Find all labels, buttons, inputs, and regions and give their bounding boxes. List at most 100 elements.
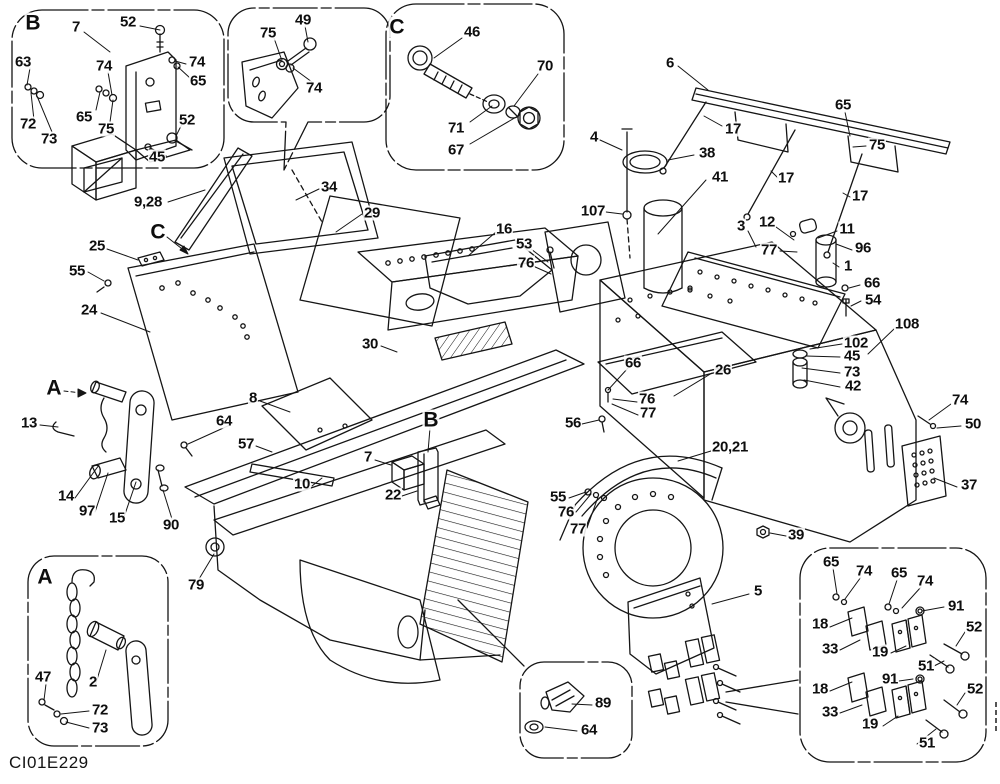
callout-4: 4	[588, 128, 600, 146]
callout-72: 72	[18, 115, 38, 133]
callout-77: 77	[638, 404, 658, 422]
callout-74: 74	[950, 391, 970, 409]
callout-77: 77	[759, 241, 779, 259]
callout-79: 79	[186, 576, 206, 594]
callout-A: A	[45, 376, 63, 400]
callout-55: 55	[548, 488, 568, 506]
callout-11: 11	[838, 220, 856, 238]
detail-plate-bolt	[241, 37, 317, 119]
callout-57: 57	[236, 435, 256, 453]
callout-42: 42	[843, 377, 863, 395]
cylinder-41-cap-38	[621, 128, 683, 294]
callout-76: 76	[637, 390, 657, 408]
callout-15: 15	[107, 509, 127, 527]
callout-18: 18	[810, 615, 830, 633]
nut-39	[756, 525, 770, 539]
callout-73: 73	[842, 363, 862, 381]
callout-C: C	[149, 220, 167, 244]
lift-tower	[544, 221, 626, 313]
callout-102: 102	[842, 334, 870, 352]
callout-77: 77	[568, 520, 588, 538]
callout-14: 14	[56, 487, 76, 505]
callout-17: 17	[850, 187, 870, 205]
callout-45: 45	[842, 347, 862, 365]
callout-52: 52	[177, 111, 197, 129]
panel-8	[261, 377, 373, 451]
callout-17: 17	[776, 169, 796, 187]
callout-76: 76	[556, 503, 576, 521]
callout-47: 47	[33, 668, 53, 686]
bracket-7-22	[249, 447, 441, 510]
callout-64: 64	[579, 721, 599, 739]
callout-108: 108	[893, 315, 921, 333]
detail-hinge-hardware	[832, 593, 970, 739]
callout-33: 33	[820, 703, 840, 721]
callout-75: 75	[96, 120, 116, 138]
callout-54: 54	[863, 291, 883, 309]
callout-8: 8	[247, 389, 259, 407]
callout-70: 70	[535, 57, 555, 75]
callout-75: 75	[258, 24, 278, 42]
callout-90: 90	[161, 516, 181, 534]
callout-25: 25	[87, 237, 107, 255]
callout-24: 24	[79, 301, 99, 319]
callout-9,28: 9,28	[133, 193, 163, 211]
front-frame-deck	[357, 227, 579, 361]
callout-52: 52	[964, 618, 984, 636]
callout-5: 5	[752, 582, 764, 600]
callout-65: 65	[833, 96, 853, 114]
callout-65: 65	[889, 564, 909, 582]
callout-2: 2	[87, 673, 99, 691]
leader-lines	[26, 25, 966, 745]
callout-B: B	[24, 11, 42, 35]
callout-12: 12	[757, 213, 777, 231]
panel-34	[223, 141, 379, 255]
callout-C: C	[388, 15, 406, 39]
panel-24	[96, 243, 299, 421]
clip-74-50	[917, 415, 937, 430]
callout-73: 73	[39, 130, 59, 148]
callout-107: 107	[579, 202, 607, 220]
callout-64: 64	[214, 412, 234, 430]
callout-1: 1	[842, 257, 854, 275]
callout-A: A	[36, 565, 54, 589]
callout-22: 22	[383, 486, 403, 504]
callout-89: 89	[593, 694, 613, 712]
callout-74: 74	[94, 57, 114, 75]
callout-37: 37	[959, 476, 979, 494]
callout-52: 52	[965, 680, 985, 698]
callout-72: 72	[90, 701, 110, 719]
callout-38: 38	[697, 144, 717, 162]
callout-52: 52	[118, 13, 138, 31]
filler-neck-1	[789, 218, 850, 317]
callout-76: 76	[516, 254, 536, 272]
callout-34: 34	[319, 178, 339, 196]
callout-97: 97	[77, 502, 97, 520]
callout-96: 96	[853, 239, 873, 257]
detail-b-brackets	[24, 24, 193, 201]
callout-20,21: 20,21	[710, 438, 750, 456]
edge-print-code	[995, 702, 997, 731]
drawing-code: CI01E229	[9, 753, 89, 772]
callout-91: 91	[946, 597, 966, 615]
lever-linkage	[52, 380, 225, 557]
callout-7: 7	[70, 18, 82, 36]
callout-55: 55	[67, 262, 87, 280]
callout-41: 41	[710, 168, 730, 186]
panel-29	[299, 195, 461, 327]
callout-19: 19	[870, 643, 890, 661]
callout-66: 66	[623, 354, 643, 372]
callout-10: 10	[292, 475, 312, 493]
callout-51: 51	[916, 657, 936, 675]
callout-63: 63	[13, 53, 33, 71]
callout-50: 50	[963, 415, 983, 433]
callout-65: 65	[821, 553, 841, 571]
perforated-plate-37	[901, 435, 947, 507]
callout-33: 33	[820, 640, 840, 658]
callout-B: B	[422, 408, 440, 432]
detail-a-linkage	[38, 569, 153, 736]
callout-26: 26	[713, 361, 733, 379]
callout-75: 75	[867, 136, 887, 154]
